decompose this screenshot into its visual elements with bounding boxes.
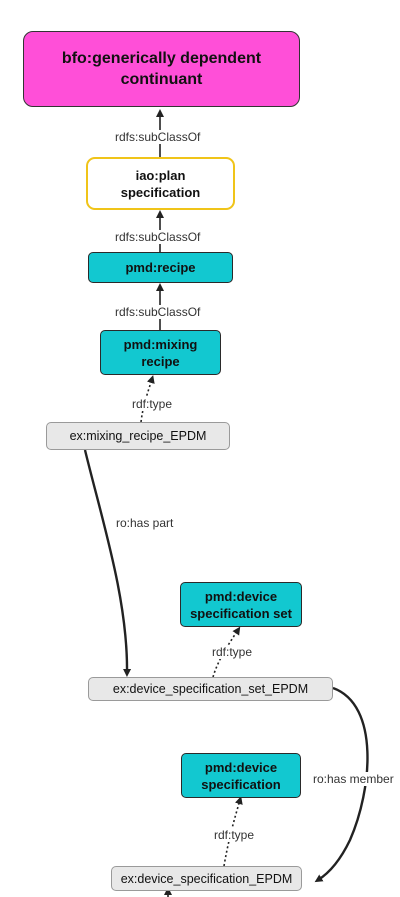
- edge-label-type-1: rdf:type: [130, 397, 175, 411]
- node-label: pmd:device specification: [201, 759, 281, 792]
- edge-has-member: [314, 686, 369, 883]
- node-label: ex:device_specification_EPDM: [120, 871, 293, 886]
- edge-label-type-3: rdf:type: [212, 828, 257, 842]
- node-pmd-recipe[interactable]: pmd:recipe: [88, 252, 233, 283]
- node-label: bfo:generically dependent continuant: [61, 50, 262, 88]
- node-iao-plan-specification[interactable]: iao:plan specification: [86, 157, 235, 210]
- node-pmd-mixing-recipe[interactable]: pmd:mixing recipe: [100, 330, 221, 375]
- edge-label-subclass-3: rdfs:subClassOf: [113, 305, 203, 319]
- node-bfo-generically-dependent-continuant[interactable]: bfo:generically dependent continuant: [23, 31, 300, 107]
- node-ex-device-specification-epdm[interactable]: ex:device_specification_EPDM: [111, 866, 302, 891]
- node-label: pmd:recipe: [125, 260, 196, 275]
- node-ex-device-specification-set-epdm[interactable]: ex:device_specification_set_EPDM: [88, 677, 333, 701]
- edge-label-has-part: ro:has part: [114, 516, 176, 530]
- node-label: pmd:mixing recipe: [123, 336, 198, 369]
- edge-label-subclass-2: rdfs:subClassOf: [113, 230, 203, 244]
- edge-label-type-2: rdf:type: [210, 645, 255, 659]
- node-label: ex:device_specification_set_EPDM: [112, 682, 309, 696]
- node-label: ex:mixing_recipe_EPDM: [69, 429, 207, 443]
- edge-label-subclass-1: rdfs:subClassOf: [113, 130, 203, 144]
- node-label: iao:plan specification: [120, 167, 201, 200]
- edge-has-part: [83, 449, 132, 677]
- node-pmd-device-specification-set[interactable]: pmd:device specification set: [180, 582, 302, 627]
- node-pmd-device-specification[interactable]: pmd:device specification: [181, 753, 301, 798]
- node-ex-mixing-recipe-epdm[interactable]: ex:mixing_recipe_EPDM: [46, 422, 230, 450]
- edge-label-has-member: ro:has member: [311, 772, 396, 786]
- node-label: pmd:device specification set: [190, 588, 292, 621]
